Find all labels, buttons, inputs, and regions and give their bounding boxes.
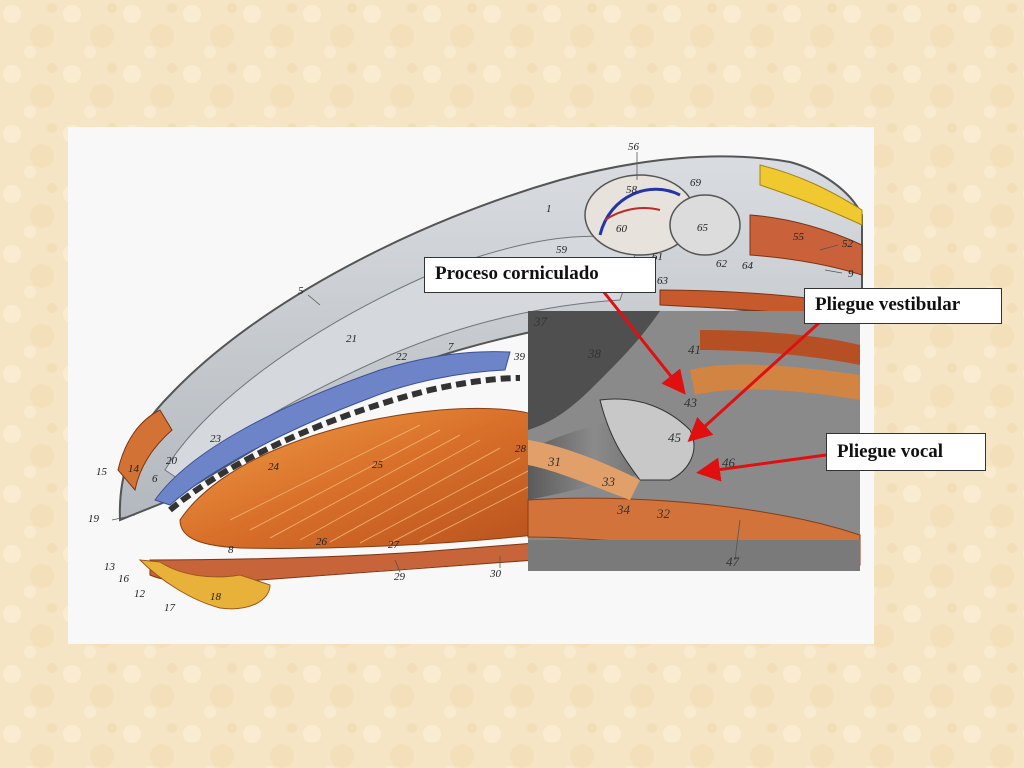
ref-58: 58 [626,184,638,196]
ref-41: 41 [688,342,701,357]
ref-33: 33 [601,474,616,489]
lower-lip [138,559,271,610]
ref-17: 17 [164,602,176,614]
turbinate-tissue [154,351,511,506]
ref-23: 23 [210,433,222,445]
ref-47: 47 [726,554,740,569]
ref-62: 62 [716,258,728,270]
brain-region [584,174,741,256]
ref-63: 63 [657,275,669,287]
arrow-vestibular [687,320,822,443]
arrow-vocal [696,453,827,482]
ref-7: 7 [448,341,454,353]
ref-14: 14 [128,463,140,475]
palatine-ridges [168,375,521,513]
ref-43: 43 [684,395,698,410]
neck-muscles [749,214,863,276]
ref-45: 45 [668,430,682,445]
number-leaders [111,152,843,573]
ref-20: 20 [166,455,178,467]
ref-18: 18 [210,591,222,603]
muscle-fibers [229,424,533,544]
ref-16: 16 [118,573,130,585]
ref-31: 31 [547,454,561,469]
ref-30: 30 [489,568,502,580]
ref-12: 12 [134,588,146,600]
ref-22: 22 [396,351,408,363]
ref-56: 56 [628,141,640,153]
ref-60: 60 [616,223,628,235]
ref-24: 24 [268,461,280,473]
ref-5: 5 [298,285,304,297]
ref-9: 9 [848,268,854,280]
ref-15: 15 [96,466,108,478]
ref-8: 8 [228,544,234,556]
callout-pliegue-vestibular: Pliegue vestibular [804,288,1002,324]
reference-numbers: 56 1 58 69 60 65 59 61 62 64 63 55 52 9 … [88,141,854,614]
callout-pliegue-vocal: Pliegue vocal [826,433,986,471]
ref-29: 29 [394,571,406,583]
ref-13: 13 [104,561,116,573]
ref-6: 6 [152,473,158,485]
ref-61: 61 [652,251,663,263]
ref-55: 55 [793,231,805,243]
ref-1: 1 [546,203,552,215]
ref-39: 39 [513,351,526,363]
ref-37: 37 [533,314,548,329]
ref-25: 25 [372,459,384,471]
ref-27: 27 [388,539,400,551]
ref-65: 65 [697,222,709,234]
ref-59: 59 [556,244,568,256]
upper-lip [117,409,173,492]
ref-46: 46 [722,455,736,470]
ref-64: 64 [742,260,754,272]
ref-28: 28 [515,443,527,455]
ref-19: 19 [88,513,100,525]
arrow-proceso [601,290,686,395]
callout-proceso-corniculado: Proceso corniculado [424,257,656,293]
ref-38: 38 [587,346,602,361]
ref-52: 52 [842,238,854,250]
ref-69: 69 [690,177,702,189]
ref-26: 26 [316,536,328,548]
ref-21: 21 [346,333,357,345]
ref-32: 32 [656,506,671,521]
ref-34: 34 [616,502,631,517]
neck-fat [759,164,863,226]
